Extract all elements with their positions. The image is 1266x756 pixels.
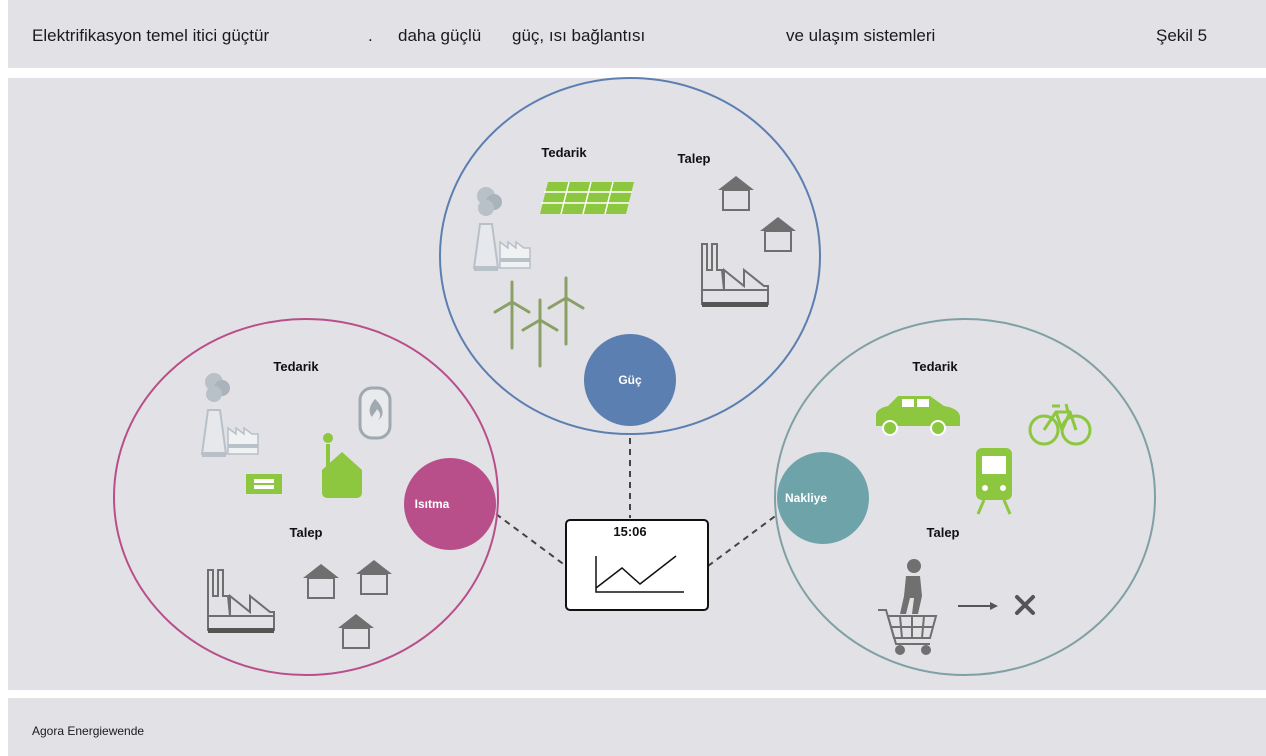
footer-bar (8, 698, 1266, 756)
transport-supply-label: Tedarik (912, 359, 958, 374)
power-plant-icon (473, 186, 531, 272)
heating-demand-label: Talep (290, 525, 323, 540)
pedestrian-icon (900, 559, 922, 614)
power-hub-label: Güç (618, 373, 642, 387)
load-curve-monitor (565, 519, 709, 611)
header-title-part2: daha güçlü (398, 26, 482, 45)
heat-storage-icon (246, 474, 282, 494)
transport-hub-label: Nakliye (785, 491, 827, 505)
house-icon (355, 559, 393, 595)
biogas-plant-icon (322, 433, 362, 498)
connector-transport (707, 513, 779, 567)
heating-circle (113, 318, 499, 676)
power-circle (439, 77, 821, 435)
bicycle-icon (1028, 403, 1092, 446)
monitor-time: 15:06 (613, 524, 646, 539)
factory-icon (701, 243, 769, 308)
header-title-dot: . (368, 26, 373, 45)
train-icon (976, 448, 1012, 515)
figure-label: Şekil 5 (1156, 26, 1208, 45)
wind-turbine-icon (493, 280, 531, 350)
heating-hub (404, 458, 496, 550)
power-hub (584, 334, 676, 426)
house-icon (717, 175, 755, 211)
heating-supply-label: Tedarik (273, 359, 319, 374)
power-demand-label: Talep (678, 151, 711, 166)
heating-hub-label: Isıtma (415, 497, 450, 511)
factory-icon (207, 569, 275, 634)
wind-turbine-icon (547, 276, 585, 346)
connector-heating (495, 513, 567, 567)
gas-heater-icon (358, 386, 392, 440)
solar-panel-icon (540, 181, 634, 215)
header-bar (8, 0, 1266, 68)
transport-demand-label: Talep (927, 525, 960, 540)
car-icon (876, 396, 960, 436)
close-x-icon (1015, 595, 1035, 615)
header-title-part1: Elektrifikasyon temel itici güçtür (32, 26, 270, 45)
header-title-part4: ve ulaşım sistemleri (786, 26, 936, 45)
transport-hub (777, 452, 869, 544)
arrow-right-icon (958, 602, 998, 610)
power-plant-icon (201, 372, 259, 458)
house-icon (759, 216, 797, 252)
shopping-cart-icon (878, 609, 938, 655)
power-supply-label: Tedarik (541, 145, 587, 160)
transport-circle (774, 318, 1156, 676)
house-icon (302, 563, 340, 599)
footer-source: Agora Energiewende (32, 724, 145, 738)
house-icon (337, 613, 375, 649)
header-title-part3: güç, ısı bağlantısı (512, 26, 646, 45)
